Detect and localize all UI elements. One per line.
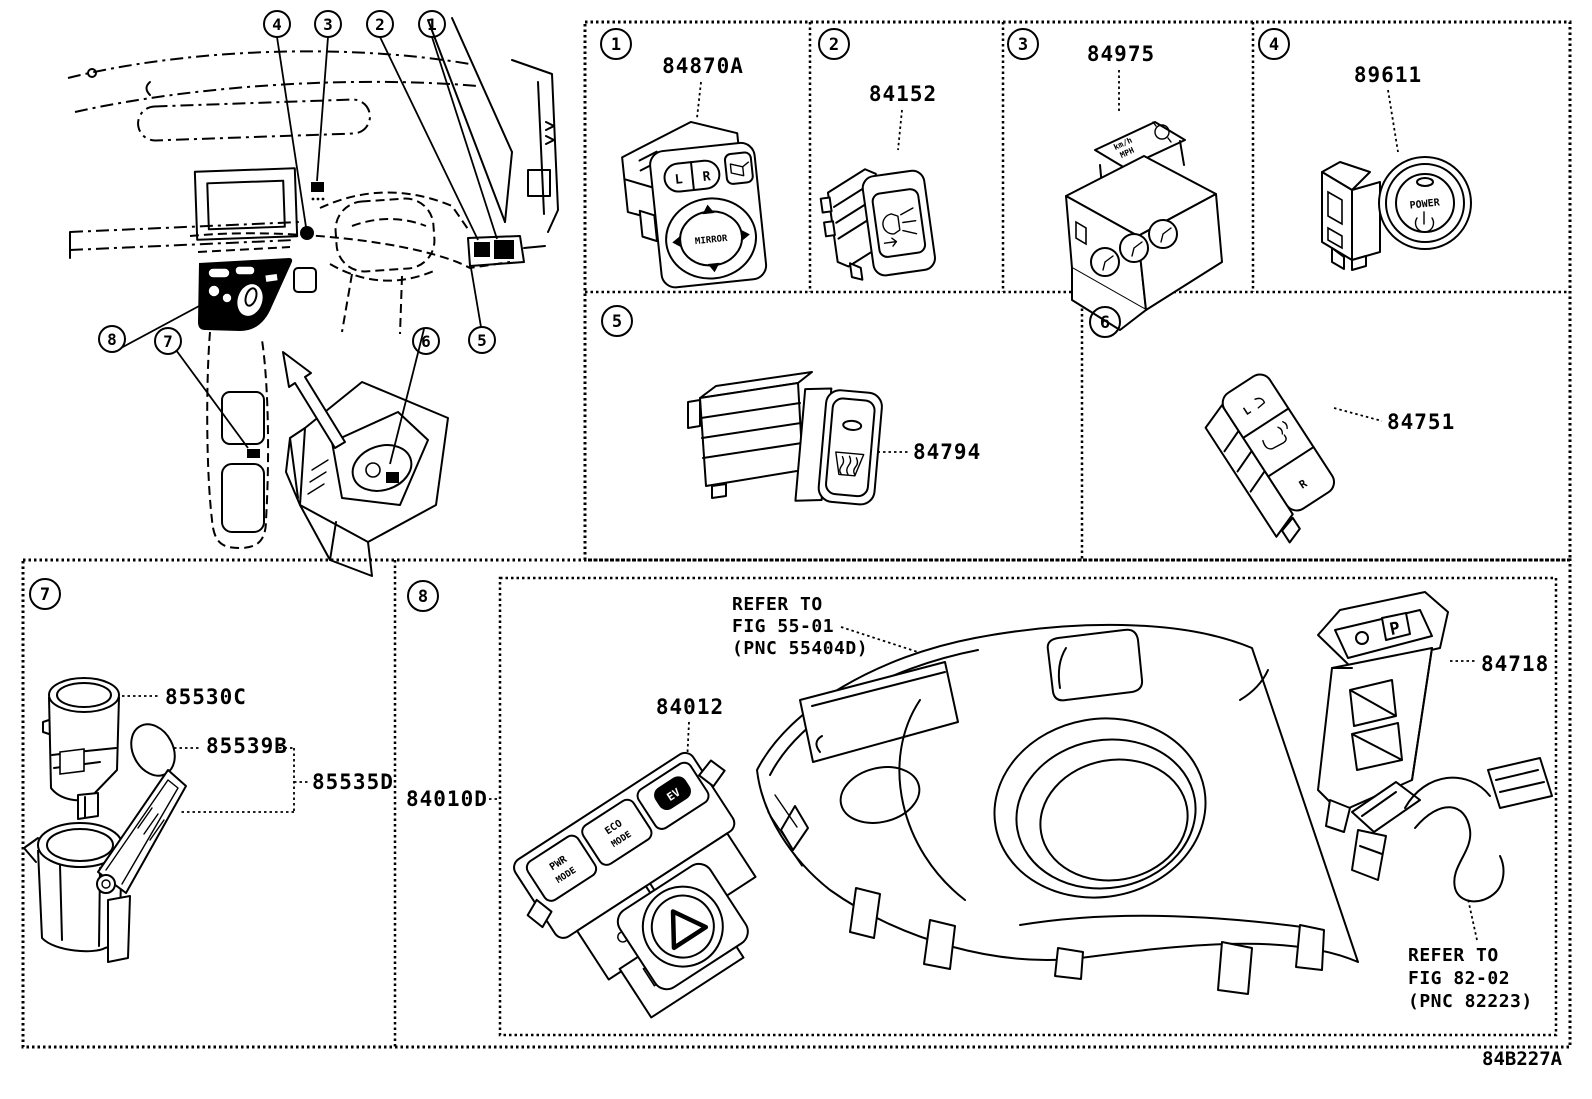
outlet-holder-drawing bbox=[23, 769, 187, 963]
marker-square-callout6 bbox=[386, 472, 399, 483]
ref-fig82-line1: REFER TO bbox=[1408, 945, 1499, 966]
dash-callouts: 4 3 2 1 8 7 6 5 bbox=[98, 10, 496, 355]
marker-square-callout3 bbox=[311, 182, 325, 201]
parking-p-label: P bbox=[1388, 618, 1402, 640]
steering-wheel bbox=[319, 191, 471, 335]
outlet-cap-drawing bbox=[130, 723, 176, 777]
callout-2: 2 bbox=[375, 15, 385, 34]
wire-harness-drawing bbox=[1351, 757, 1553, 903]
cell3-callout: 3 bbox=[1018, 35, 1028, 55]
part-label-84870a: 84870A bbox=[662, 54, 744, 78]
callout-4: 4 bbox=[272, 15, 282, 34]
callout-8: 8 bbox=[107, 330, 117, 349]
cell-2: 2 84152 bbox=[818, 28, 937, 281]
part-label-84975: 84975 bbox=[1087, 42, 1155, 66]
door-edge bbox=[511, 59, 559, 233]
cell-5: 5 84794 bbox=[601, 305, 981, 506]
cell4-callout: 4 bbox=[1269, 35, 1279, 55]
ref-fig82-line2: FIG 82-02 bbox=[1408, 968, 1510, 989]
grid-borders bbox=[21, 20, 1572, 1049]
deicer-switch-drawing bbox=[687, 371, 883, 506]
power-label: POWER bbox=[1409, 197, 1441, 211]
hazard-triangle-icon bbox=[670, 909, 709, 951]
callout-6: 6 bbox=[421, 332, 431, 351]
part-label-84718: 84718 bbox=[1481, 652, 1549, 676]
power-symbol-icon bbox=[1414, 211, 1435, 233]
part-label-89611: 89611 bbox=[1354, 63, 1422, 87]
center-cluster-wedge bbox=[198, 258, 293, 331]
cell8-callout: 8 bbox=[418, 587, 428, 607]
nav-screen bbox=[193, 167, 299, 241]
mirror-switch-drawing: L R MIRROR bbox=[621, 120, 768, 289]
ref-fig55-line2: FIG 55-01 bbox=[732, 616, 834, 637]
callout-leaders bbox=[120, 36, 498, 465]
cell7-callout: 7 bbox=[40, 585, 50, 605]
cell-7: 7 85530C 85539B bbox=[23, 578, 394, 963]
mirror-dial-label: MIRROR bbox=[695, 234, 729, 247]
direction-arrow bbox=[282, 351, 346, 449]
callout-1: 1 bbox=[427, 15, 437, 34]
part-label-84751: 84751 bbox=[1387, 410, 1455, 434]
marker-square-callout7 bbox=[247, 449, 260, 458]
cell-1: 1 84870A L R MIRROR bbox=[600, 28, 768, 289]
callout-5: 5 bbox=[477, 331, 487, 350]
part-label-85535d: 85535D bbox=[312, 770, 394, 794]
center-console bbox=[206, 331, 270, 550]
cell1-callout: 1 bbox=[611, 35, 621, 55]
parking-switch-drawing: P bbox=[1317, 591, 1449, 833]
part-label-84152: 84152 bbox=[869, 82, 937, 106]
headlight-leveling-switch-drawing bbox=[819, 168, 936, 281]
roof-clip-detail bbox=[87, 68, 97, 78]
ev-mode-label: EV bbox=[665, 786, 684, 804]
ev-mode-icon bbox=[654, 776, 691, 811]
diagram-code: 84B227A bbox=[1482, 1048, 1563, 1070]
seat-heat-icon bbox=[1262, 421, 1288, 450]
mirror-l-label: L bbox=[674, 172, 684, 188]
part-label-85539b: 85539B bbox=[206, 734, 288, 758]
ref-fig55-line1: REFER TO bbox=[732, 594, 823, 615]
a-pillar bbox=[427, 19, 506, 223]
seat-heater-switch-drawing: L R bbox=[1204, 373, 1335, 544]
callout-7: 7 bbox=[163, 332, 173, 351]
cell5-callout: 5 bbox=[612, 312, 622, 332]
marker-dot-callout4 bbox=[300, 226, 314, 240]
power-outlet-socket-drawing bbox=[42, 677, 120, 820]
meter-unit-switch-drawing: km/h MPH bbox=[1065, 121, 1223, 331]
defrost-icon bbox=[835, 451, 865, 477]
console-trim-panel-drawing bbox=[756, 623, 1359, 995]
part-label-85530c: 85530C bbox=[165, 685, 247, 709]
power-button-drawing: POWER bbox=[1321, 156, 1472, 271]
mode-switch-cluster-drawing: PWR MODE ECO MODE EV bbox=[513, 751, 757, 1019]
console-inset-detail bbox=[285, 381, 449, 577]
part-label-84794: 84794 bbox=[913, 440, 981, 464]
cell-4: 4 89611 POWER bbox=[1258, 28, 1472, 271]
cell-8: 8 84010D REFER TO FIG 55-01 (PNC 55404D)… bbox=[406, 580, 1553, 1019]
mirror-r-label: R bbox=[702, 169, 712, 185]
ref-fig55-line3: (PNC 55404D) bbox=[732, 638, 868, 659]
dashboard-location-figure: 4 3 2 1 8 7 6 5 bbox=[67, 10, 559, 577]
part-label-84010d: 84010D bbox=[406, 787, 488, 811]
cell2-callout: 2 bbox=[829, 35, 839, 55]
cell-6: 6 84751 L R bbox=[1089, 306, 1455, 544]
part-label-84012: 84012 bbox=[656, 695, 724, 719]
outlet-lid bbox=[97, 769, 187, 894]
ref-fig82-line3: (PNC 82223) bbox=[1408, 991, 1533, 1012]
callout-3: 3 bbox=[323, 15, 333, 34]
marker-connectors-callout1-2 bbox=[467, 235, 546, 267]
cell6-callout: 6 bbox=[1100, 313, 1110, 333]
cell-3: 3 84975 km/h MPH bbox=[1007, 28, 1223, 331]
